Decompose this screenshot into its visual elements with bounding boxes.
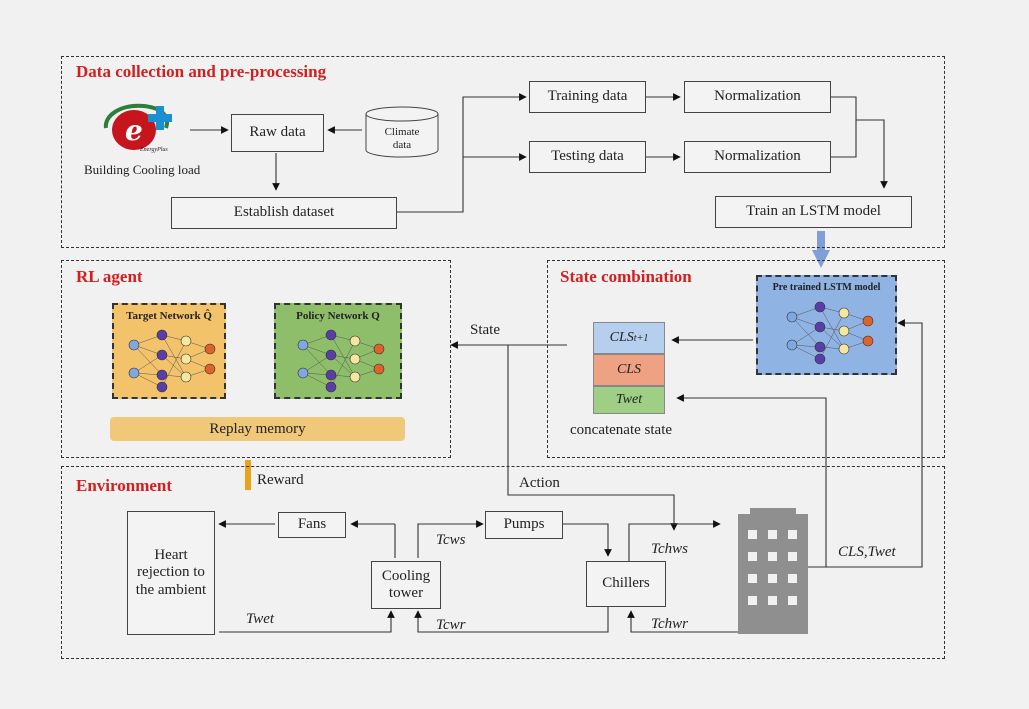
- title-data-collection: Data collection and pre-processing: [76, 62, 327, 81]
- neural-network-icon: [297, 329, 385, 393]
- neural-network-icon: [128, 329, 216, 393]
- climate-data-cylinder: Climate data: [364, 106, 440, 158]
- raw-data-box: Raw data: [231, 114, 324, 152]
- action-label: Action: [519, 475, 560, 491]
- arrow-action: [507, 345, 678, 531]
- tchwr-label: Tchwr: [651, 616, 688, 632]
- replay-memory-bar: Replay memory: [110, 417, 405, 441]
- cls-cell: CLS: [593, 354, 665, 386]
- title-environment: Environment: [76, 476, 173, 495]
- twet-cell: Twet: [593, 386, 665, 414]
- arrow-chillers-to-building: [628, 520, 721, 562]
- arrow-twet-to-tower: [219, 610, 395, 633]
- arrow-feedback-to-lstm: [808, 319, 923, 568]
- building-icon: [738, 508, 808, 634]
- section-data-collection: [61, 56, 945, 248]
- heat-rejection-box: Heart rejection to the ambient: [127, 511, 215, 635]
- reward-label: Reward: [257, 472, 304, 488]
- arrow-pumps-to-chillers: [563, 523, 612, 557]
- cls-next-subscript: t+1: [633, 332, 649, 344]
- database-icon: [365, 106, 439, 158]
- policy-network-title: Policy Network Q: [296, 310, 380, 322]
- fans-box: Fans: [278, 512, 346, 538]
- down-arrow: [812, 231, 830, 268]
- normalization-box-2: Normalization: [684, 141, 831, 173]
- reward-bar: [245, 460, 251, 490]
- train-lstm-box: Train an LSTM model: [715, 196, 912, 228]
- twet-env-label: Twet: [246, 611, 275, 627]
- cls-twet-feedback-label: CLS,Twet: [838, 544, 896, 560]
- logo-caption: Building Cooling load: [84, 162, 201, 177]
- energyplus-logo: e EnergyPlus: [100, 100, 186, 156]
- normalization-box-1: Normalization: [684, 81, 831, 113]
- cooling-tower-box: Cooling tower: [371, 561, 441, 609]
- target-network-title: Target Network Q̂: [126, 310, 212, 322]
- logo-small-caption: EnergyPlus: [140, 147, 168, 153]
- arrow-dataset-to-training: [397, 93, 527, 213]
- tchws-label: Tchws: [651, 541, 688, 557]
- arrow-chillers-to-tower: [414, 607, 609, 633]
- title-state-combination: State combination: [560, 267, 692, 286]
- arrow-feedback-to-twet: [676, 394, 827, 567]
- svg-text:e: e: [125, 114, 143, 147]
- climate-line-1: Climate: [384, 126, 420, 138]
- chillers-box: Chillers: [586, 561, 666, 607]
- training-data-box: Training data: [529, 81, 646, 113]
- target-network-panel: Target Network Q̂: [112, 303, 226, 399]
- section-rl-agent: [61, 260, 451, 458]
- policy-network-panel: Policy Network Q: [274, 303, 402, 399]
- climate-line-2: data: [392, 139, 412, 152]
- pretrained-lstm-panel: Pre trained LSTM model: [756, 275, 897, 375]
- tcwr-label: Tcwr: [436, 617, 466, 633]
- section-environment: [61, 466, 945, 659]
- arrow-tower-to-pumps: [417, 520, 484, 558]
- neural-network-icon: [786, 301, 874, 365]
- cls-next-text: CLS: [609, 330, 634, 345]
- section-state-combination: [547, 260, 945, 458]
- state-label: State: [470, 322, 500, 338]
- establish-dataset-box: Establish dataset: [171, 197, 397, 229]
- pretrained-lstm-title: Pre trained LSTM model: [772, 282, 881, 293]
- title-rl-agent: RL agent: [76, 267, 143, 286]
- arrow-building-to-chillers: [627, 610, 738, 633]
- tcws-label: Tcws: [436, 532, 466, 548]
- testing-data-box: Testing data: [529, 141, 646, 173]
- concatenate-state-caption: concatenate state: [570, 422, 673, 438]
- line-norm2-join: [831, 120, 857, 158]
- pumps-box: Pumps: [485, 511, 563, 539]
- energyplus-logo-icon: e: [103, 103, 172, 150]
